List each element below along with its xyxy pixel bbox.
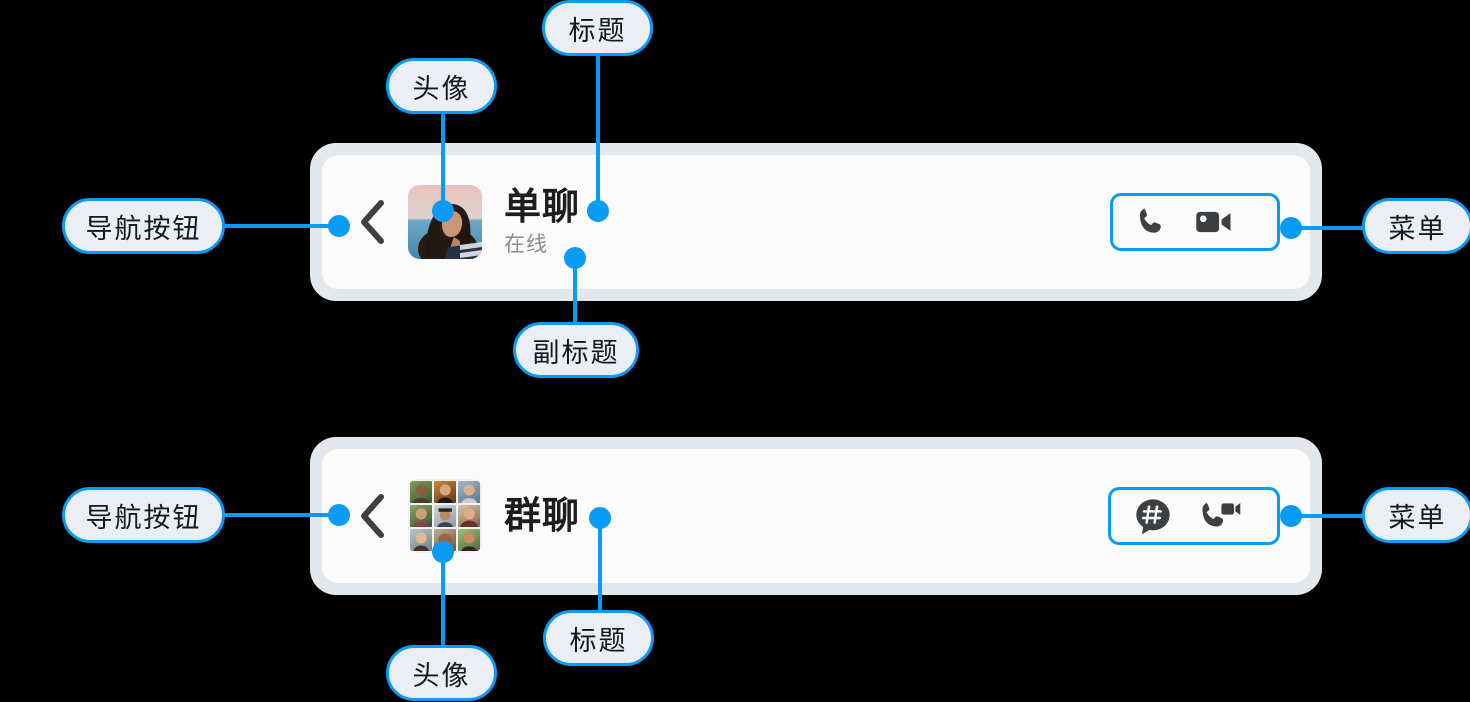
- callout-nav-button-bottom: 导航按钮: [62, 487, 225, 543]
- connector-subtitle: [573, 258, 577, 324]
- avatar-grid-cell: [433, 504, 457, 528]
- callout-label: 标题: [569, 625, 628, 656]
- connector-dot-title-bottom: [589, 507, 611, 529]
- single-chat-header-inner: 单聊 在线: [322, 155, 1310, 289]
- group-chat-title-block: 群聊: [504, 495, 580, 536]
- callout-label: 菜单: [1388, 213, 1447, 244]
- callout-menu-top: 菜单: [1362, 198, 1470, 254]
- callout-nav-button-top: 导航按钮: [62, 198, 225, 254]
- connector-menu-top: [1288, 226, 1384, 230]
- nav-back-button[interactable]: [350, 194, 394, 250]
- callout-label: 标题: [568, 15, 627, 46]
- callout-label: 头像: [412, 73, 471, 104]
- phone-icon[interactable]: [1135, 205, 1169, 239]
- phone-video-icon[interactable]: [1199, 498, 1241, 534]
- chevron-left-icon: [357, 492, 387, 540]
- chat-title: 单聊: [504, 186, 580, 228]
- avatar-grid-cell: [457, 504, 480, 528]
- connector-dot-avatar-top: [432, 200, 454, 222]
- single-chat-title-block: 单聊 在线: [504, 186, 580, 258]
- single-photo-avatar[interactable]: [408, 185, 482, 259]
- callout-label: 头像: [412, 660, 471, 691]
- callout-avatar-bottom: 头像: [386, 645, 497, 701]
- single-chat-header-card: 单聊 在线: [310, 143, 1322, 301]
- group-chat-menu[interactable]: [1108, 487, 1280, 545]
- avatar-grid-cell: [410, 481, 433, 504]
- avatar-grid-cell: [410, 528, 433, 551]
- connector-avatar-top: [441, 110, 445, 212]
- group-chat-header-inner: 群聊: [322, 449, 1310, 583]
- callout-label: 副标题: [532, 337, 620, 368]
- connector-menu-bottom: [1288, 514, 1384, 518]
- callout-title-bottom: 标题: [543, 610, 654, 666]
- grid-photo-avatar[interactable]: [408, 479, 482, 553]
- chat-title: 群聊: [504, 495, 580, 537]
- avatar-grid-cell: [457, 481, 480, 504]
- nav-back-button[interactable]: [350, 488, 394, 544]
- group-chat-header-card: 群聊: [310, 437, 1322, 595]
- avatar-grid-cell: [457, 528, 480, 551]
- hashtag-bubble-icon[interactable]: [1133, 496, 1173, 536]
- connector-title-bottom: [598, 522, 602, 614]
- connector-dot-subtitle: [564, 247, 586, 269]
- callout-label: 菜单: [1388, 502, 1447, 533]
- connector-dot-nav-bottom: [328, 504, 350, 526]
- video-camera-icon[interactable]: [1195, 205, 1233, 239]
- avatar-grid-cell: [433, 481, 457, 504]
- callout-label: 导航按钮: [85, 502, 202, 533]
- single-chat-menu[interactable]: [1110, 193, 1280, 251]
- connector-title-top: [596, 54, 600, 212]
- chevron-left-icon: [357, 198, 387, 246]
- connector-avatar-bottom: [441, 550, 445, 650]
- connector-dot-menu-bottom: [1280, 505, 1302, 527]
- connector-nav-top: [224, 224, 339, 228]
- avatar-grid-cell: [410, 504, 433, 528]
- connector-dot-menu-top: [1280, 217, 1302, 239]
- callout-avatar-top: 头像: [386, 58, 497, 114]
- callout-subtitle: 副标题: [513, 322, 639, 378]
- callout-title-top: 标题: [542, 0, 653, 56]
- callout-label: 导航按钮: [85, 213, 202, 244]
- connector-dot-title-top: [587, 200, 609, 222]
- callout-menu-bottom: 菜单: [1362, 487, 1470, 543]
- connector-dot-avatar-bottom: [432, 541, 454, 563]
- connector-dot-nav-top: [328, 215, 350, 237]
- avatar-photo: [408, 185, 482, 259]
- chat-subtitle: 在线: [504, 232, 548, 256]
- connector-nav-bottom: [224, 513, 339, 517]
